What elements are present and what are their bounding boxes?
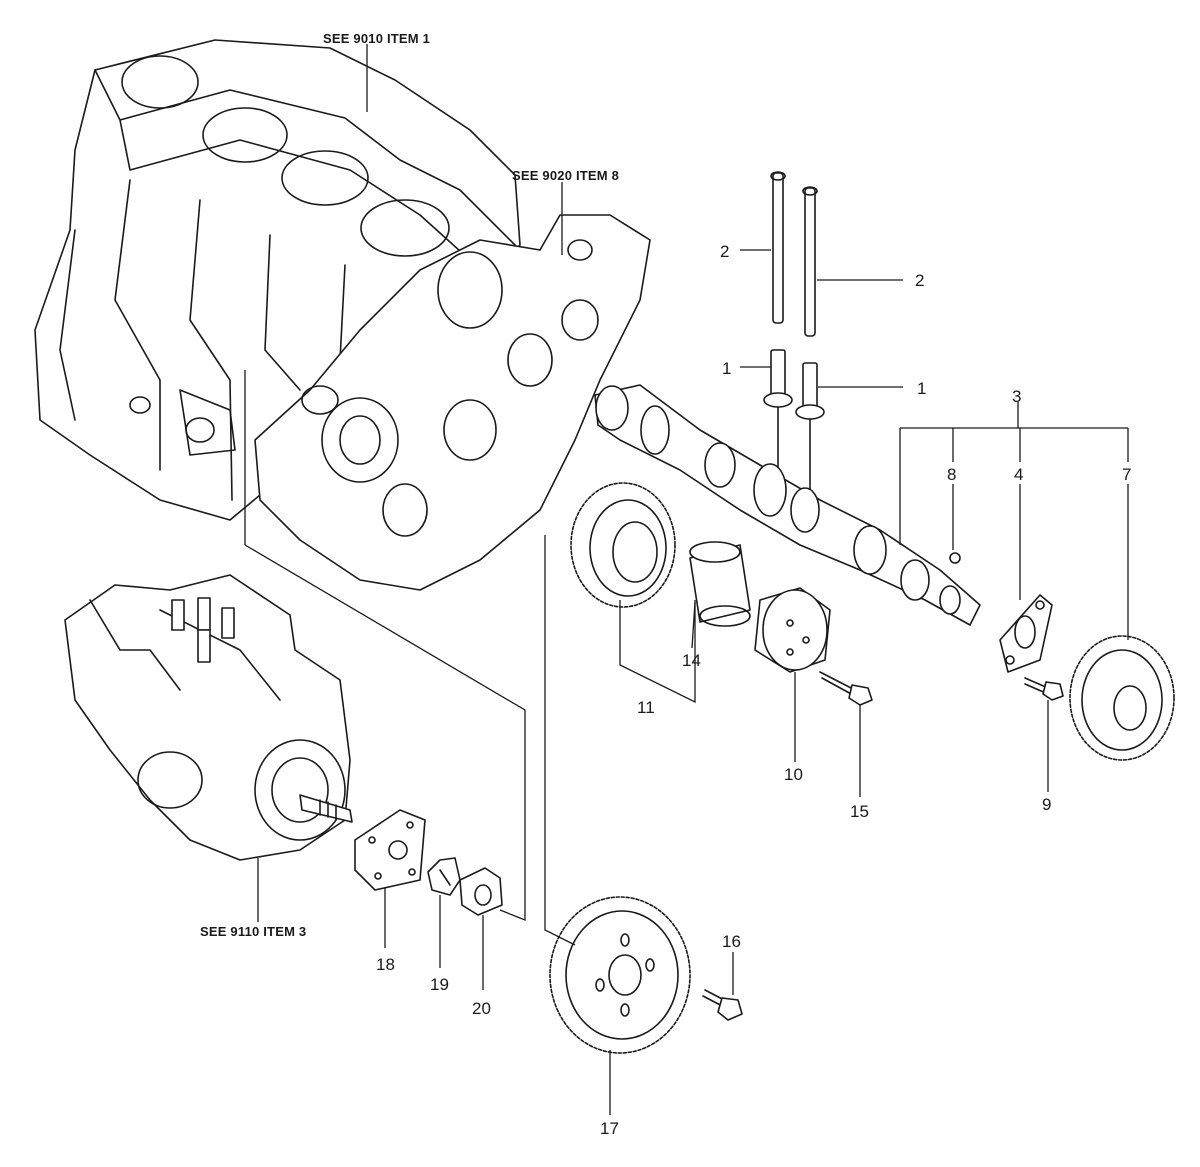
callout-7: 7 — [1122, 465, 1131, 484]
leader-lines — [244, 44, 1129, 1115]
callout-3: 3 — [1012, 387, 1021, 406]
ref-gear-case: SEE 9020 ITEM 8 — [512, 168, 619, 183]
callout-19: 19 — [430, 975, 449, 994]
callout-2-right: 2 — [915, 271, 924, 290]
callout-9: 9 — [1042, 795, 1051, 814]
ref-cylinder-block: SEE 9010 ITEM 1 — [323, 31, 430, 46]
injection-pump — [64, 574, 353, 861]
callout-18: 18 — [376, 955, 395, 974]
callout-16: 16 — [722, 932, 741, 951]
bolt-16 — [702, 989, 743, 1021]
pump-nut — [459, 867, 503, 916]
lock-washer — [427, 857, 461, 896]
callout-10: 10 — [784, 765, 803, 784]
gear-case — [254, 214, 651, 591]
pump-drive-gear — [549, 896, 691, 1054]
ref-injection-pump: SEE 9110 ITEM 3 — [200, 924, 306, 939]
callout-15: 15 — [850, 802, 869, 821]
callout-4: 4 — [1014, 465, 1023, 484]
callout-14: 14 — [682, 651, 701, 670]
push-rods — [770, 171, 818, 337]
callout-8: 8 — [947, 465, 956, 484]
tappets — [763, 349, 825, 491]
camshaft — [594, 384, 981, 626]
idler-gear — [570, 482, 676, 608]
callout-2-left: 2 — [720, 242, 729, 261]
pump-coupling — [354, 809, 426, 891]
callout-1-left: 1 — [722, 359, 731, 378]
camshaft-gear — [1069, 635, 1175, 761]
callout-20: 20 — [472, 999, 491, 1018]
bushing — [689, 541, 751, 627]
callout-1-right: 1 — [917, 379, 926, 398]
idler-shaft — [754, 587, 831, 673]
callout-17: 17 — [600, 1119, 619, 1138]
cylinder-block — [34, 39, 521, 521]
bolt-9 — [1024, 677, 1064, 701]
bolt-15 — [819, 671, 873, 706]
callout-11: 11 — [637, 698, 655, 717]
thrust-plate — [999, 594, 1053, 673]
